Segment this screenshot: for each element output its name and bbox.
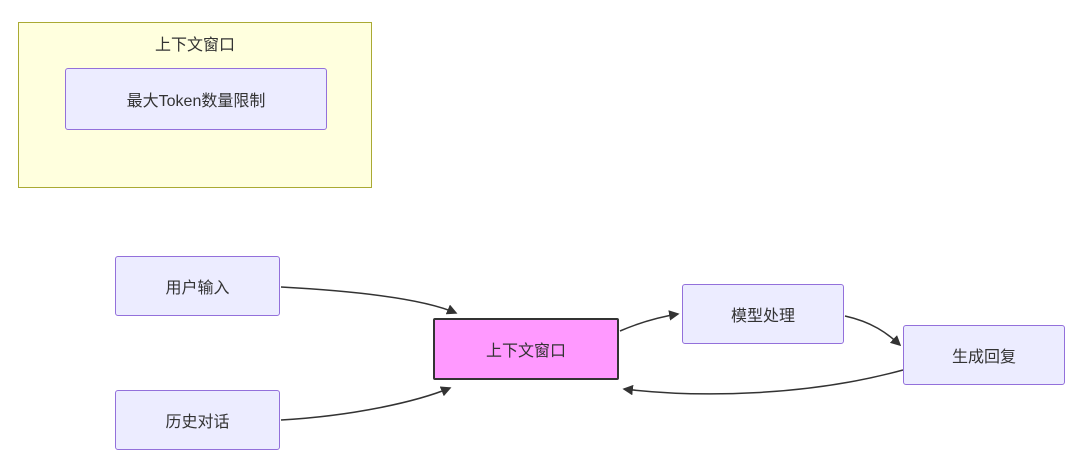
node-history-dialogue: 历史对话 [115,390,280,450]
node-model-process: 模型处理 [682,284,844,344]
node-context-window: 上下文窗口 [433,318,619,380]
node-max-token-limit: 最大Token数量限制 [65,68,327,130]
edge-history-to-context-window [280,386,452,421]
subgraph-context-window: 上下文窗口 最大Token数量限制 [18,22,372,188]
node-generate-reply: 生成回复 [903,325,1065,385]
edge-model-process-to-generate-reply [844,315,902,347]
edge-user-input-to-context-window [280,286,458,315]
subgraph-title: 上下文窗口 [154,37,235,54]
edge-generate-reply-to-context-window [622,369,904,396]
node-user-input: 用户输入 [115,256,280,316]
edge-context-window-to-model-process [619,310,680,332]
